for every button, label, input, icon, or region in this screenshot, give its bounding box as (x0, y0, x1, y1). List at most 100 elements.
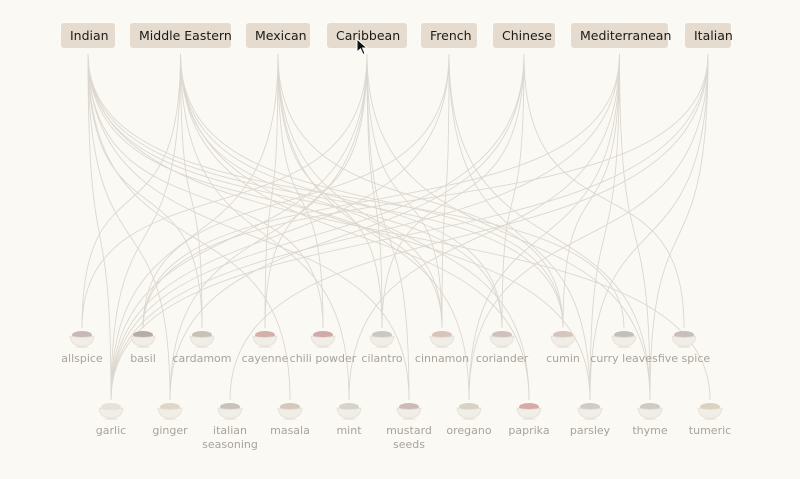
spice-thyme[interactable]: thyme (615, 400, 685, 438)
spice-basil[interactable]: basil (108, 328, 178, 366)
spice-mustard-seeds[interactable]: mustard seeds (374, 400, 444, 452)
spice-label: cilantro (361, 352, 403, 365)
spice-cardamom[interactable]: cardamom (167, 328, 237, 366)
spice-curry-leaves[interactable]: curry leaves (589, 328, 659, 366)
spice-masala[interactable]: masala (255, 400, 325, 438)
link-french-cinnamon (441, 53, 450, 329)
spice-bowl-icon (69, 331, 95, 348)
link-mexican-oregano (277, 53, 470, 401)
spice-bowl-icon (637, 403, 663, 420)
spice-tumeric[interactable]: tumeric (675, 400, 745, 438)
link-mexican-garlic (110, 53, 279, 401)
spice-label: parsley (569, 424, 611, 437)
link-indian-mustard-seeds (87, 53, 410, 401)
link-mediterranean-cumin (562, 53, 620, 329)
link-indian-cinnamon (87, 53, 443, 329)
spice-label: tumeric (688, 424, 732, 437)
spice-bowl-icon (336, 403, 362, 420)
cuisine-mediterranean[interactable]: Mediterranean (571, 23, 671, 48)
link-italian-parsley (589, 53, 709, 401)
spice-coriander[interactable]: coriander (467, 328, 537, 366)
mouse-cursor-icon (356, 38, 369, 56)
spice-cinnamon[interactable]: cinnamon (407, 328, 477, 366)
link-mediterranean-garlic (110, 53, 620, 401)
link-mediterranean-basil (142, 53, 620, 329)
spice-parsley[interactable]: parsley (555, 400, 625, 438)
spice-chili-powder[interactable]: chili powder (288, 328, 358, 366)
link-french-parsley (448, 53, 591, 401)
spice-bowl-icon (456, 403, 482, 420)
spice-bowl-icon (697, 403, 723, 420)
link-middle-eastern-paprika (180, 53, 530, 401)
spice-label: paprika (508, 424, 550, 437)
link-italian-italian-seasoning (229, 53, 709, 401)
link-mexican-cilantro (277, 53, 383, 329)
link-caribbean-allspice (81, 53, 368, 329)
spice-allspice[interactable]: allspice (47, 328, 117, 366)
link-middle-eastern-cumin (180, 53, 564, 329)
spice-mint[interactable]: mint (314, 400, 384, 438)
link-middle-eastern-cardamom (180, 53, 203, 329)
link-caribbean-thyme (366, 53, 651, 401)
spice-label: ginger (152, 424, 188, 437)
spice-label: five spice (657, 352, 711, 365)
spice-label: garlic (95, 424, 127, 437)
spice-label: cayenne (241, 352, 289, 365)
link-caribbean-cinnamon (366, 53, 443, 329)
cuisine-mexican[interactable]: Mexican (246, 23, 310, 48)
spice-bowl-icon (429, 331, 455, 348)
spice-label: italian seasoning (202, 424, 258, 451)
spice-label: mustard seeds (386, 424, 432, 451)
spice-cumin[interactable]: cumin (528, 328, 598, 366)
link-middle-eastern-cinnamon (180, 53, 443, 329)
spice-label: thyme (632, 424, 668, 437)
spice-bowl-icon (130, 331, 156, 348)
link-italian-garlic (110, 53, 709, 401)
spice-label: coriander (475, 352, 529, 365)
spice-paprika[interactable]: paprika (494, 400, 564, 438)
cuisine-chinese[interactable]: Chinese (493, 23, 555, 48)
link-caribbean-garlic (110, 53, 368, 401)
spice-bowl-icon (396, 403, 422, 420)
spice-cayenne[interactable]: cayenne (230, 328, 300, 366)
link-indian-cardamom (87, 53, 203, 329)
spice-bowl-icon (157, 403, 183, 420)
spice-italian-seasoning[interactable]: italian seasoning (195, 400, 265, 452)
spice-oregano[interactable]: oregano (434, 400, 504, 438)
link-italian-oregano (468, 53, 709, 401)
link-mexican-cayenne (264, 53, 279, 329)
spice-label: oregano (446, 424, 492, 437)
link-indian-masala (87, 53, 291, 401)
link-chinese-coriander (501, 53, 525, 329)
link-chinese-five-spice (523, 53, 685, 329)
link-mediterranean-oregano (468, 53, 620, 401)
spice-garlic[interactable]: garlic (76, 400, 146, 438)
spice-bowl-icon (252, 331, 278, 348)
spice-label: masala (270, 424, 310, 437)
link-indian-tumeric (87, 53, 711, 401)
spice-label: chili powder (289, 352, 357, 365)
spice-ginger[interactable]: ginger (135, 400, 205, 438)
cuisine-indian[interactable]: Indian (61, 23, 115, 48)
link-middle-eastern-garlic (110, 53, 181, 401)
link-mexican-paprika (277, 53, 530, 401)
cuisine-middle-eastern[interactable]: Middle Eastern (130, 23, 232, 48)
link-mediterranean-mint (348, 53, 620, 401)
link-caribbean-cilantro (366, 53, 383, 329)
spice-bowl-icon (277, 403, 303, 420)
spice-label: mint (336, 424, 362, 437)
cuisine-caribbean[interactable]: Caribbean (327, 23, 407, 48)
cuisine-french[interactable]: French (421, 23, 477, 48)
link-italian-basil (142, 53, 709, 329)
spice-cilantro[interactable]: cilantro (347, 328, 417, 366)
spice-bowl-icon (671, 331, 697, 348)
spice-label: curry leaves (590, 352, 658, 365)
spice-label: allspice (61, 352, 103, 365)
spice-label: basil (130, 352, 156, 365)
spice-label: cumin (546, 352, 580, 365)
cuisine-italian[interactable]: Italian (685, 23, 733, 48)
spice-bowl-icon (577, 403, 603, 420)
spice-five-spice[interactable]: five spice (649, 328, 719, 366)
spice-bowl-icon (189, 331, 215, 348)
spice-label: cinnamon (414, 352, 470, 365)
